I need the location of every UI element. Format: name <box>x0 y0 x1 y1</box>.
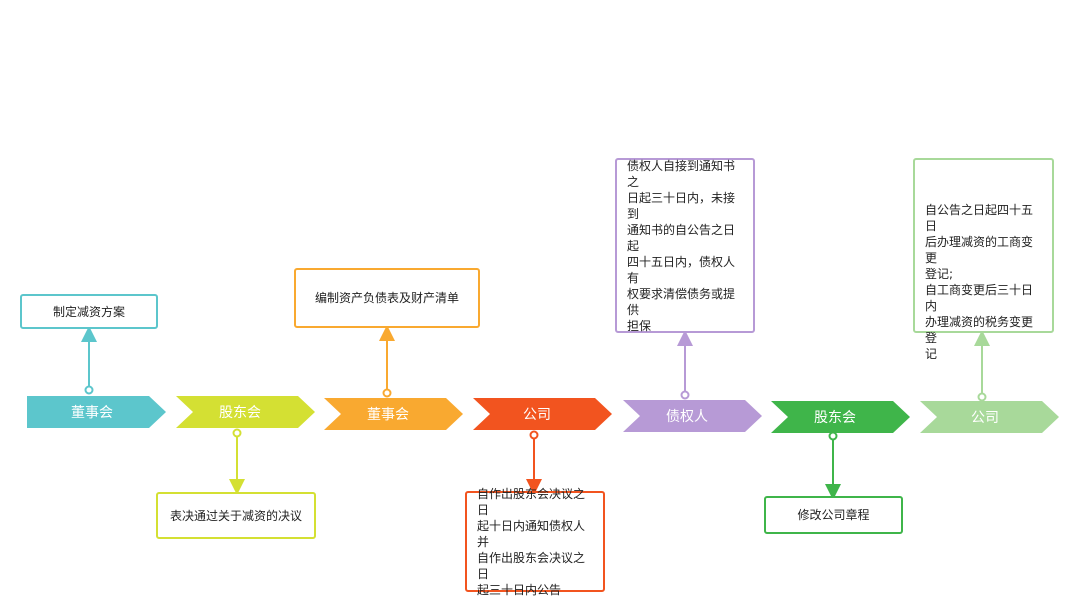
step-7-label: 公司 <box>971 410 999 426</box>
connector-4 <box>526 430 542 495</box>
step-6: 股东会 <box>771 401 910 433</box>
connector-3 <box>379 325 395 398</box>
step-5-label: 债权人 <box>666 409 708 425</box>
note-5: 债权人自接到通知书之 日起三十日内，未接到 通知书的自公告之日起 四十五日内，债… <box>615 158 755 333</box>
step-1-label: 董事会 <box>71 405 113 421</box>
step-6-label: 股东会 <box>814 410 856 426</box>
note-3: 编制资产负债表及财产清单 <box>294 268 480 328</box>
note-4-text: 自作出股东会决议之日 起十日内通知债权人并 自作出股东会决议之日 起三十日内公告 <box>477 486 586 597</box>
step-1: 董事会 <box>27 396 166 428</box>
note-2-text: 表决通过关于减资的决议 <box>169 508 302 523</box>
step-7: 公司 <box>920 401 1059 433</box>
connector-7 <box>974 330 990 402</box>
note-7: 自公告之日起四十五日 后办理减资的工商变更 登记; 自工商变更后三十日内 办理减… <box>913 158 1054 361</box>
note-5-text: 债权人自接到通知书之 日起三十日内，未接到 通知书的自公告之日起 四十五日内，债… <box>627 158 736 333</box>
step-2-label: 股东会 <box>219 405 261 421</box>
step-5: 债权人 <box>623 400 762 432</box>
note-6-text: 修改公司章程 <box>797 508 870 522</box>
step-2: 股东会 <box>176 396 315 428</box>
step-3-label: 董事会 <box>367 407 409 423</box>
note-1: 制定减资方案 <box>20 294 158 329</box>
connector-2 <box>229 428 245 495</box>
note-2: 表决通过关于减资的决议 <box>156 492 316 539</box>
connector-5 <box>677 330 693 400</box>
note-6: 修改公司章程 <box>764 496 903 534</box>
step-4-label: 公司 <box>523 407 551 423</box>
note-7-text: 自公告之日起四十五日 后办理减资的工商变更 登记; 自工商变更后三十日内 办理减… <box>925 203 1034 361</box>
note-1-text: 制定减资方案 <box>52 304 125 319</box>
connector-6 <box>825 431 841 500</box>
connector-1 <box>81 326 97 395</box>
note-3-text: 编制资产负债表及财产清单 <box>314 291 459 305</box>
note-4: 自作出股东会决议之日 起十日内通知债权人并 自作出股东会决议之日 起三十日内公告 <box>465 487 605 597</box>
step-4: 公司 <box>473 398 612 430</box>
step-3: 董事会 <box>324 398 463 430</box>
